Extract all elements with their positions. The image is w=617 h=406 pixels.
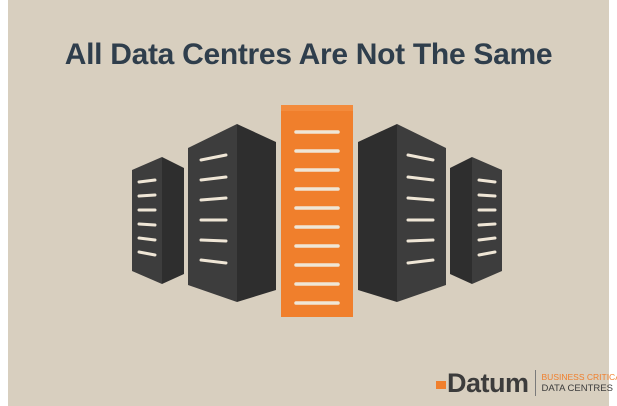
logo-dash-icon <box>436 381 446 389</box>
banner-canvas: All Data Centres Are Not The Same <box>8 0 617 406</box>
server-racks-illustration <box>132 105 502 317</box>
server-rack-icon <box>450 157 502 284</box>
server-rack-icon <box>188 124 276 302</box>
logo-tagline: BUSINESS CRITICAL DATA CENTRES <box>542 372 617 394</box>
logo-wordmark: Datum <box>447 367 529 398</box>
headline: All Data Centres Are Not The Same <box>64 38 553 71</box>
logo-tagline-bottom: DATA CENTRES <box>541 383 613 394</box>
datum-logo: Datum BUSINESS CRITICAL DATA CENTRES <box>436 365 617 401</box>
server-rack-icon <box>132 157 184 284</box>
server-rack-highlighted-icon <box>281 105 353 317</box>
server-rack-icon <box>358 124 446 302</box>
logo-divider <box>534 370 536 396</box>
logo-tagline-top: BUSINESS CRITICAL <box>541 372 617 382</box>
